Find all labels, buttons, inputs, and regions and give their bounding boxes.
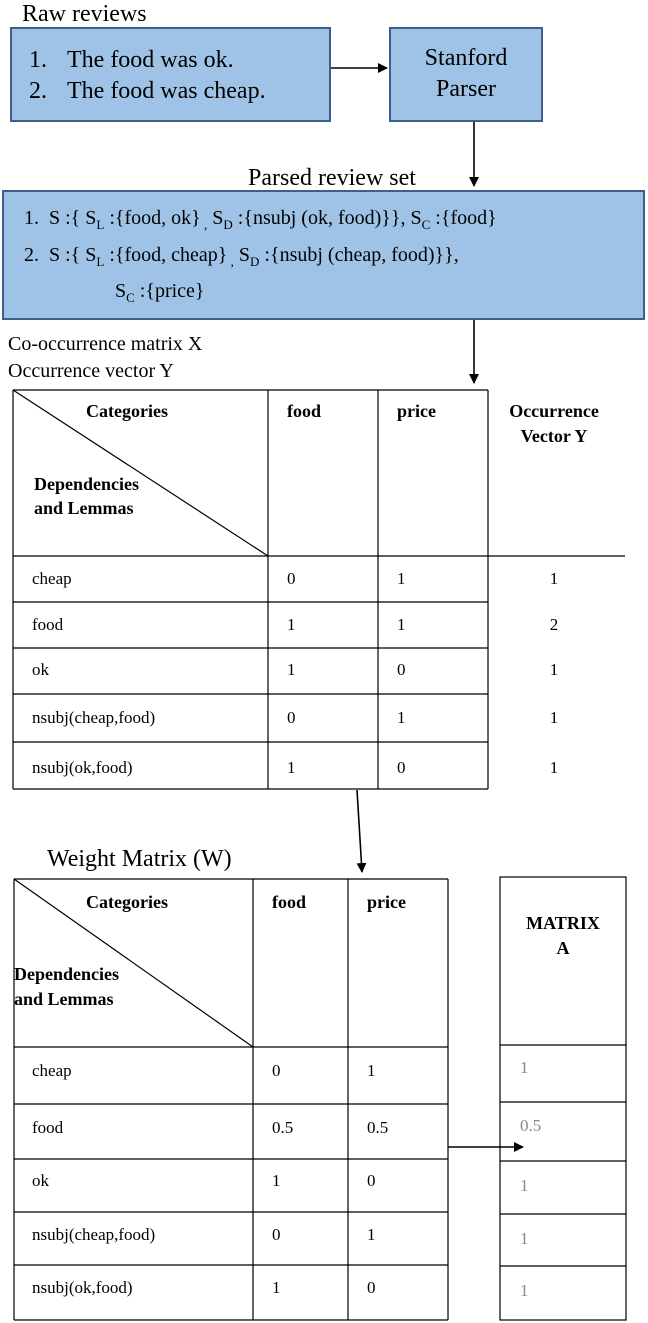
cooc-hdr-price: price [397, 401, 436, 421]
cooc-row-price: 0 [397, 660, 406, 679]
cooc-hdr-vector-y: Vector Y [520, 426, 588, 446]
cooc-row-price: 0 [397, 758, 406, 777]
weight-row-price: 0.5 [367, 1118, 389, 1137]
cooc-row-occ: 1 [549, 660, 559, 679]
cooc-row-food: 0 [287, 708, 296, 727]
weight-table-grid [13, 878, 449, 1321]
cooc-row-label: ok [32, 660, 49, 679]
cooc-caption-2: Occurrence vector Y [8, 360, 174, 382]
cooc-row-price: 1 [397, 569, 406, 588]
stanford-parser-box: Stanford Parser [389, 27, 543, 122]
cooc-row-food: 1 [287, 615, 296, 634]
parsed-review-box: 1. S :{ SL :{food, ok} , SD :{nsubj (ok,… [2, 190, 645, 320]
cooc-row-label: food [32, 615, 64, 634]
cooc-table-grid [12, 389, 625, 790]
weight-row-label: cheap [32, 1061, 72, 1080]
weight-hdr-categories: Categories [86, 892, 168, 912]
cooc-hdr-dependencies: Dependencies [34, 474, 139, 494]
weight-hdr-lemmas: and Lemmas [14, 989, 114, 1009]
cooc-row-food: 1 [287, 660, 296, 679]
review-2-text: The food was cheap. [67, 78, 266, 104]
weight-hdr-dependencies: Dependencies [14, 964, 119, 984]
cooc-row-price: 1 [397, 615, 406, 634]
arrow-cooc-to-weight [356, 789, 367, 873]
parser-line-1: Stanford [424, 45, 508, 71]
weight-row-food: 0 [272, 1225, 281, 1244]
weight-row-food: 1 [272, 1171, 281, 1190]
cooc-row-label: nsubj(cheap,food) [32, 708, 156, 727]
matrix-a-value: 1 [520, 1281, 529, 1300]
weight-hdr-price: price [367, 892, 406, 912]
weight-hdr-food: food [272, 892, 307, 912]
cooc-row-occ: 1 [549, 758, 559, 777]
weight-row-price: 1 [367, 1061, 376, 1080]
weight-row-food: 1 [272, 1278, 281, 1297]
review-1-number: 1. [29, 47, 47, 73]
cooc-row-food: 0 [287, 569, 296, 588]
cooc-hdr-categories: Categories [86, 401, 168, 421]
parsed-review-2-cont: SC :{price} [115, 280, 205, 305]
matrix-a-value: 1 [520, 1176, 529, 1195]
matrix-a-grid [499, 876, 627, 1321]
cooc-row-label: cheap [32, 569, 72, 588]
review-2-number: 2. [29, 78, 47, 104]
parser-line-2: Parser [436, 76, 496, 102]
matrix-a-value: 0.5 [520, 1116, 542, 1135]
cooc-row-occ: 1 [549, 569, 559, 588]
parsed-review-1: 1. S :{ SL :{food, ok} , SD :{nsubj (ok,… [24, 207, 497, 232]
matrix-a-hdr-2: A [556, 938, 570, 958]
raw-reviews-box: 1. The food was ok. 2. The food was chea… [10, 27, 331, 122]
weight-row-food: 0.5 [272, 1118, 294, 1137]
parsed-review-set-title: Parsed review set [248, 165, 416, 191]
weight-row-label: nsubj(cheap,food) [32, 1225, 156, 1244]
cooc-hdr-lemmas: and Lemmas [34, 498, 134, 518]
review-1-text: The food was ok. [67, 47, 234, 73]
raw-reviews-title: Raw reviews [22, 1, 147, 27]
weight-row-food: 0 [272, 1061, 281, 1080]
cooc-row-occ: 1 [549, 708, 559, 727]
cooc-caption-1: Co-occurrence matrix X [8, 333, 203, 355]
weight-row-label: nsubj(ok,food) [32, 1278, 133, 1297]
cooc-hdr-occurrence: Occurrence [509, 401, 599, 421]
weight-row-price: 1 [367, 1225, 376, 1244]
weight-row-price: 0 [367, 1171, 376, 1190]
cooc-row-price: 1 [397, 708, 406, 727]
cooc-row-food: 1 [287, 758, 296, 777]
weight-row-price: 0 [367, 1278, 376, 1297]
parsed-review-2: 2. S :{ SL :{food, cheap} , SD :{nsubj (… [24, 244, 459, 269]
matrix-a-value: 1 [520, 1058, 529, 1077]
weight-row-label: ok [32, 1171, 49, 1190]
matrix-a-hdr-1: MATRIX [526, 913, 600, 933]
cooc-row-occ: 2 [549, 615, 559, 634]
weight-matrix-title: Weight Matrix (W) [47, 846, 232, 872]
cooc-row-label: nsubj(ok,food) [32, 758, 133, 777]
cooc-hdr-food: food [287, 401, 322, 421]
matrix-a-value: 1 [520, 1229, 529, 1248]
weight-row-label: food [32, 1118, 64, 1137]
